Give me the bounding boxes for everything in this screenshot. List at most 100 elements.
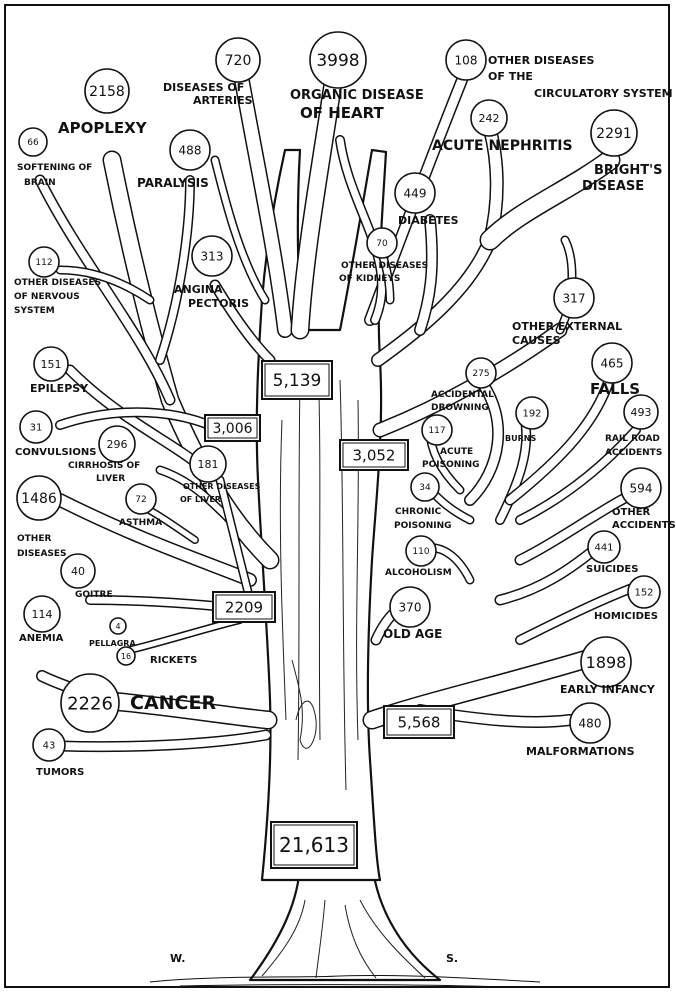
cause-label: OTHER DISEASES (183, 482, 261, 491)
cause-label: ANGINA (174, 283, 223, 296)
cause-label: OTHER DISEASES (14, 278, 101, 288)
cause-value: 4 (115, 622, 120, 631)
cause-value: 72 (135, 495, 146, 505)
branch-fill (54, 494, 256, 586)
cause-label: OF LIVER (180, 495, 221, 504)
cause-label: RICKETS (150, 655, 197, 666)
cause-value: 66 (27, 138, 39, 148)
cause-label: OF NERVOUS (14, 292, 80, 302)
total-box-inner (215, 594, 273, 620)
cause-value: 493 (631, 406, 652, 419)
total-grand-total: 21,613 (270, 821, 358, 869)
branch-fill (496, 541, 604, 604)
cause-label: RAIL ROAD (605, 434, 660, 444)
cause-value: 117 (428, 426, 445, 436)
branch-fill (374, 324, 566, 436)
total-heart-and-circulation: 5,139 (261, 360, 333, 400)
branch-fill (516, 426, 640, 524)
cause-circle (590, 109, 638, 157)
total-nervous-system: 3,006 (204, 414, 261, 442)
cause-circle (23, 595, 61, 633)
cause-circle (389, 586, 431, 628)
cause-value: 152 (634, 588, 653, 599)
branch-fill (212, 157, 268, 303)
cause-circle (28, 246, 60, 278)
cause-circle (580, 636, 632, 688)
total-box-inner (342, 442, 406, 468)
cause-label: GOITRE (75, 590, 113, 600)
cause-label: POISONING (422, 460, 480, 470)
cause-circle (33, 346, 69, 382)
cause-label: OTHER DISEASES (488, 54, 594, 67)
total-value: 21,613 (279, 833, 349, 857)
cause-value: 114 (32, 608, 53, 621)
cause-label: SYSTEM (14, 306, 55, 316)
branch-fill (496, 416, 530, 524)
cause-label: OTHER DISEASES (341, 261, 428, 271)
cause-label: ACUTE (440, 447, 473, 457)
cause-label: CAUSES (512, 334, 561, 347)
cause-value: 317 (563, 291, 586, 305)
cause-label: OF KIDNEYS (339, 274, 400, 284)
cause-value: 43 (43, 741, 56, 752)
cause-label: BRAIN (24, 178, 56, 188)
cause-label: ACUTE NEPHRITIS (432, 138, 573, 154)
branch-fill (481, 151, 619, 249)
cause-circle (19, 410, 53, 444)
cause-label: SOFTENING OF (17, 163, 92, 173)
cause-value: 192 (522, 409, 541, 420)
branch-outline (155, 175, 195, 365)
cause-value: 1486 (21, 491, 57, 507)
total-box-inner (264, 363, 330, 397)
cause-circle (60, 553, 96, 589)
cause-label: TUMORS (36, 767, 84, 778)
total-kidneys-and-external: 3,052 (339, 439, 409, 471)
cause-value: 370 (399, 600, 422, 614)
cause-label: BURNS (505, 434, 536, 443)
cause-label: EPILEPSY (30, 382, 89, 395)
cause-circle (405, 535, 437, 567)
branch-fill (127, 617, 243, 653)
artist-initial-s: S. (446, 952, 458, 965)
cause-circle (32, 728, 66, 762)
branch-fill (211, 281, 274, 364)
total-value: 2209 (225, 598, 263, 616)
branch-fill (217, 477, 253, 603)
cause-label: ALCOHOLISM (385, 568, 452, 578)
cause-circle (215, 37, 261, 83)
cause-label: BRIGHT'S (594, 163, 663, 178)
cause-label: APOPLEXY (58, 119, 148, 137)
cause-value: 151 (41, 358, 62, 371)
cause-circle (465, 357, 497, 389)
cause-label: DISEASE (582, 179, 644, 194)
cause-circle (189, 445, 227, 483)
cause-label: EARLY INFANCY (560, 683, 656, 696)
cause-value: 488 (179, 143, 202, 157)
cause-label: ACCIDENTS (605, 448, 662, 458)
cause-value: 594 (630, 481, 653, 495)
cause-circle (394, 172, 436, 214)
cause-circle (116, 646, 136, 666)
cause-value: 465 (601, 356, 624, 370)
cause-value: 112 (35, 258, 52, 268)
cause-value: 31 (30, 423, 43, 434)
cause-circle (98, 425, 136, 463)
total-box (339, 439, 409, 471)
total-infancy-and-old-age: 5,568 (383, 705, 455, 739)
cause-value: 34 (419, 483, 431, 493)
